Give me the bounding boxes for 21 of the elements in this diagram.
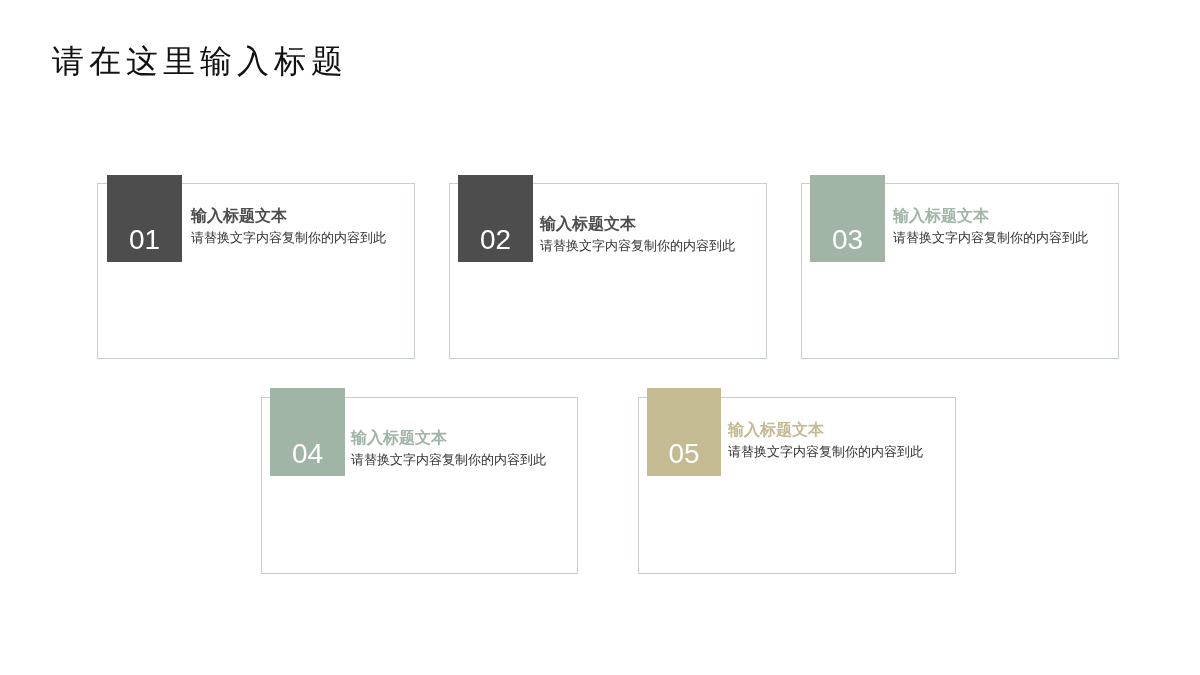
card xyxy=(801,183,1119,359)
card xyxy=(261,397,578,574)
card xyxy=(638,397,956,574)
card-heading: 输入标题文本 xyxy=(351,428,447,449)
card-heading: 输入标题文本 xyxy=(191,206,287,227)
card-text: 请替换文字内容复制你的内容到此 xyxy=(540,237,736,255)
number-tile: 04 xyxy=(270,388,345,476)
number-tile: 03 xyxy=(810,175,885,262)
number-tile: 05 xyxy=(647,388,721,476)
slide-title: 请在这里输入标题 xyxy=(52,42,348,81)
card-heading: 输入标题文本 xyxy=(893,206,989,227)
card-text: 请替换文字内容复制你的内容到此 xyxy=(351,451,547,469)
number-tile: 02 xyxy=(458,175,533,262)
card xyxy=(449,183,767,359)
card xyxy=(97,183,415,359)
card-heading: 输入标题文本 xyxy=(728,420,824,441)
card-text: 请替换文字内容复制你的内容到此 xyxy=(893,229,1089,247)
card-text: 请替换文字内容复制你的内容到此 xyxy=(191,229,387,247)
number-tile: 01 xyxy=(107,175,182,262)
card-heading: 输入标题文本 xyxy=(540,214,636,235)
card-text: 请替换文字内容复制你的内容到此 xyxy=(728,443,924,461)
